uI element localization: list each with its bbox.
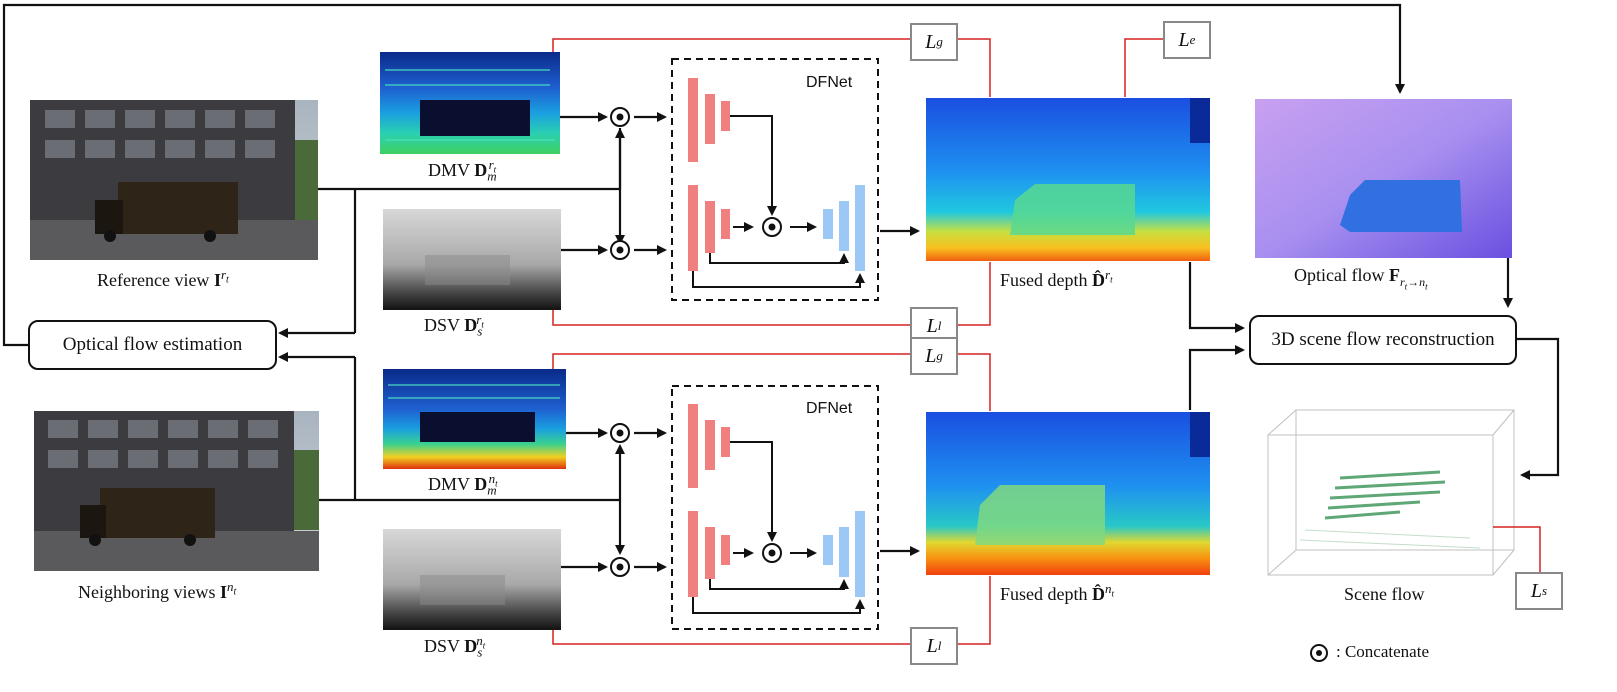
scene-flow-reconstruction-box: 3D scene flow reconstruction bbox=[1249, 315, 1517, 365]
dmv-bottom-image bbox=[383, 369, 566, 469]
decoder-block bbox=[823, 535, 833, 565]
dmv-top-caption: DMV Dmrt bbox=[428, 157, 497, 184]
encoder-block bbox=[705, 420, 715, 470]
concatenate-dot bbox=[616, 429, 624, 437]
encoder-block bbox=[688, 78, 698, 162]
decoder-block bbox=[839, 527, 849, 577]
reference-view-image bbox=[30, 100, 318, 260]
scene-flow-image bbox=[1267, 409, 1515, 576]
decoder-block bbox=[855, 511, 865, 597]
encoder-block bbox=[721, 535, 730, 565]
encoder-block bbox=[705, 201, 715, 253]
encoder-block bbox=[721, 209, 730, 239]
decoder-block bbox=[839, 201, 849, 251]
fused-depth-top-caption: Fused depth D̂rt bbox=[1000, 267, 1113, 290]
concatenate-dot bbox=[616, 246, 624, 254]
legend: : Concatenate bbox=[1310, 642, 1429, 663]
dsv-top-caption: DSV Dsrt bbox=[424, 312, 484, 339]
encoder-block bbox=[721, 101, 730, 131]
optical-flow-caption: Optical flow Frt→nt bbox=[1294, 265, 1428, 291]
optical-flow-estimation-box: Optical flow estimation bbox=[28, 320, 277, 370]
optical-flow-image bbox=[1255, 99, 1512, 258]
dfnet-bottom-box bbox=[671, 385, 879, 630]
dsv-bottom-caption: DSV Dsnt bbox=[424, 633, 486, 660]
fused-depth-top-image bbox=[926, 98, 1210, 261]
encoder-block bbox=[688, 185, 698, 271]
neighboring-views-image bbox=[34, 411, 319, 571]
encoder-block bbox=[705, 94, 715, 144]
decoder-block bbox=[823, 209, 833, 239]
encoder-block bbox=[688, 511, 698, 597]
dfnet-top-label: DFNet bbox=[806, 74, 853, 91]
neighboring-views-caption: Neighboring views Int bbox=[78, 579, 237, 602]
encoder-block bbox=[721, 427, 730, 457]
scene-flow-caption: Scene flow bbox=[1344, 584, 1425, 604]
encoder-block bbox=[688, 404, 698, 488]
dmv-top-image bbox=[380, 52, 560, 154]
dfnet-top-box bbox=[671, 58, 879, 301]
fused-depth-bottom-caption: Fused depth D̂nt bbox=[1000, 581, 1115, 604]
fused-depth-bottom-image bbox=[926, 412, 1210, 575]
dmv-bottom-caption: DMV Dmnt bbox=[428, 471, 498, 498]
concatenate-dot bbox=[768, 223, 776, 231]
concatenate-dot bbox=[616, 113, 624, 121]
reference-view-caption: Reference view Irt bbox=[97, 267, 229, 290]
concatenate-dot bbox=[768, 549, 776, 557]
encoder-block bbox=[705, 527, 715, 579]
concatenate-icon bbox=[1310, 644, 1328, 663]
decoder-block bbox=[855, 185, 865, 271]
concatenate-dot bbox=[616, 563, 624, 571]
dfnet-bottom-label: DFNet bbox=[806, 400, 853, 417]
